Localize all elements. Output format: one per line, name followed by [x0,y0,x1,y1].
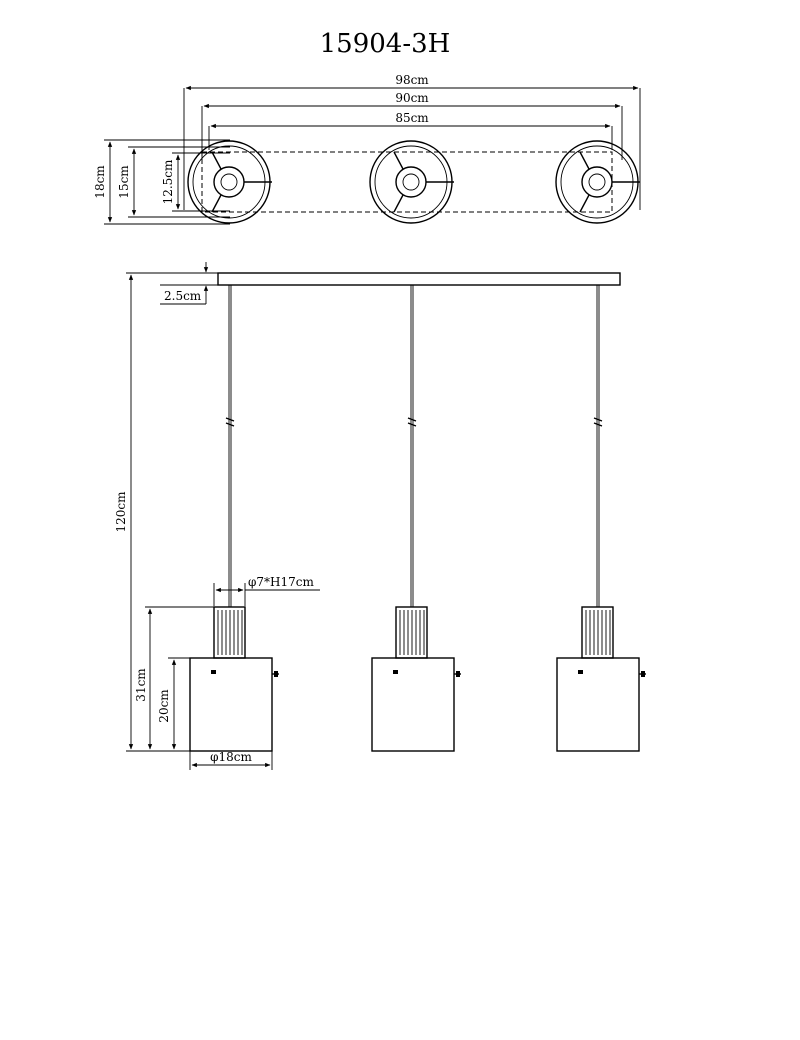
width-dimension-90: 90cm [201,91,623,160]
total-drop-label: 120cm [114,491,128,533]
width-98-label: 98cm [395,73,429,87]
shade-height-dimension: 20cm [157,657,190,750]
width-dimension-98: 98cm [183,73,641,210]
side-view: 2.5cm 120cm 31cm 20cm φ7*H17cm [114,262,646,770]
pendant-left [189,285,279,752]
holder-size-label: φ7*H17cm [248,575,314,589]
shade-top-left [187,140,272,224]
depth-15-label: 15cm [117,165,131,199]
shade-diameter-dimension: φ18cm [189,750,273,770]
lamp-height-label: 31cm [134,668,148,702]
depth-12-5-label: 12.5cm [161,159,175,204]
shade-top-center [369,140,454,224]
canopy-height-dimension: 2.5cm [160,262,218,305]
drawing-title: 15904-3H [320,29,451,59]
lamp-height-dimension: 31cm [134,606,214,750]
holder-size-dimension: φ7*H17cm [213,575,320,606]
pendant-right [556,285,646,752]
pendant-center [371,285,461,752]
depth-dimension-15: 15cm [117,146,230,218]
width-85-label: 85cm [395,111,429,125]
width-dimension-85: 85cm [208,111,613,150]
top-view: 98cm 90cm 85cm 18cm 15cm [93,73,641,225]
depth-dimension-18: 18cm [93,139,230,225]
depth-18-label: 18cm [93,165,107,199]
shade-height-label: 20cm [157,689,171,723]
depth-dimension-12-5: 12.5cm [161,152,230,212]
canopy-height-label: 2.5cm [164,289,202,303]
width-90-label: 90cm [395,91,429,105]
canopy-bar [217,272,621,286]
total-drop-dimension: 120cm [114,272,218,752]
shade-diameter-label: φ18cm [210,750,252,764]
shade-top-right [555,140,640,224]
